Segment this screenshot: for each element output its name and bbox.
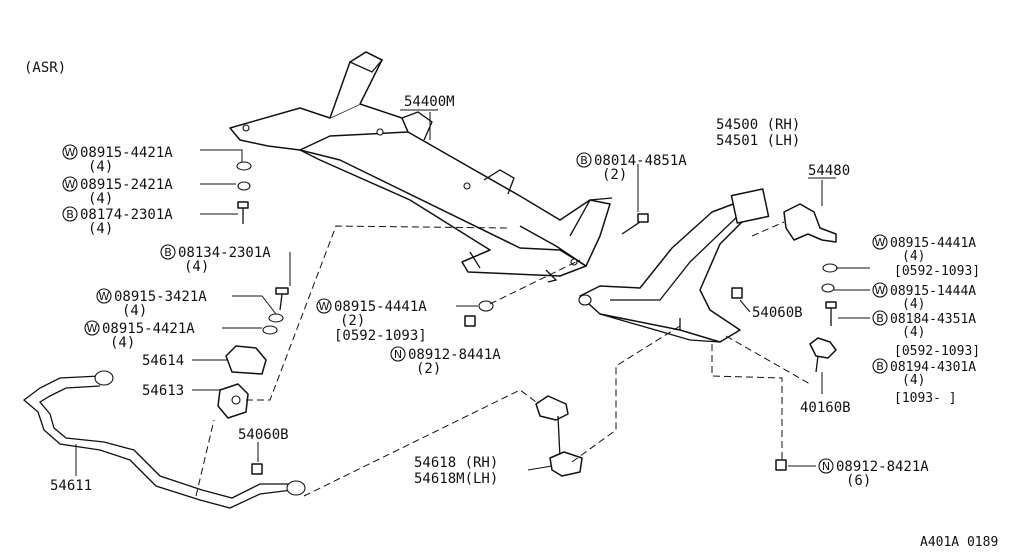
callout-n2: N 08912-8421A (6) (818, 458, 929, 489)
label-54060b-right: 54060B (752, 305, 803, 321)
quantity: (2) (416, 361, 441, 377)
washer-symbol: W (65, 178, 76, 191)
callout-b4: B 08184-4351A (4) [0592-1093] (872, 310, 980, 359)
callout-w3: W 08915-3421A (4) (96, 288, 207, 319)
part-number: 08184-4351A (890, 312, 976, 327)
callout-w4: W 08915-4421A (4) (84, 320, 195, 351)
variant-label: (ASR) (24, 60, 66, 76)
bracket-54480 (783, 177, 837, 243)
quantity: (4) (902, 325, 925, 340)
quantity: (4) (88, 221, 113, 237)
drawing-code: A401A 0189 (920, 535, 998, 550)
bolt-symbol: B (580, 154, 588, 167)
callout-w5: W 08915-4441A (2) [0592-1093] (316, 298, 427, 344)
lower-arm-54500 (578, 188, 770, 343)
bolt-symbol: B (876, 312, 884, 325)
part-number: 08174-2301A (80, 207, 173, 223)
label-54614: 54614 (142, 353, 184, 369)
part-number: 08915-4421A (102, 321, 195, 337)
part-number: 08915-2421A (80, 177, 173, 193)
label-54500-rh: 54500 (RH) (716, 117, 800, 133)
callout-b3: B 08014-4851A (2) (576, 152, 687, 183)
quantity: (4) (902, 249, 925, 264)
washer-symbol: W (65, 146, 76, 159)
quantity: (4) (88, 191, 113, 207)
washer-symbol: W (875, 236, 886, 249)
date-range: [0592-1093] (894, 264, 980, 279)
bushing-54613 (217, 383, 249, 419)
date-range: [0592-1093] (894, 344, 980, 359)
part-number: 08915-4441A (334, 299, 427, 315)
part-number: 08912-8421A (836, 459, 929, 475)
crossmember-54400m (229, 51, 613, 283)
label-54613: 54613 (142, 383, 184, 399)
callout-w1: W 08915-4421A (4) (62, 144, 173, 175)
callout-b5: B 08194-4301A (4) [1093- ] (872, 358, 976, 406)
part-number: 08014-4851A (594, 153, 687, 169)
label-54501-lh: 54501 (LH) (716, 133, 800, 149)
callout-b2: B 08134-2301A (4) (160, 244, 271, 275)
part-number: 08912-8441A (408, 347, 501, 363)
callout-w6: W 08915-4441A (4) [0592-1093] (872, 234, 980, 279)
callout-w7: W 08915-1444A (4) (872, 282, 976, 312)
part-number: 08194-4301A (890, 360, 976, 375)
quantity: (4) (88, 159, 113, 175)
label-54618-rh: 54618 (RH) (414, 455, 498, 471)
callout-n1: N 08912-8441A (2) (390, 346, 501, 377)
part-number: 08915-3421A (114, 289, 207, 305)
quantity: (4) (902, 297, 925, 312)
stabilizer-bar-54611 (22, 370, 306, 509)
part-number: 08134-2301A (178, 245, 271, 261)
washer-symbol: W (319, 300, 330, 313)
clamp-54614 (225, 345, 267, 375)
callout-w2: W 08915-2421A (4) (62, 176, 173, 207)
quantity: (6) (846, 473, 871, 489)
ball-joint-40160b (809, 337, 837, 373)
label-crossmember: 54400M (404, 94, 455, 110)
labels: (ASR) 54400M W 08915-4421A (4) W 08915-2… (24, 60, 998, 550)
washer-symbol: W (875, 284, 886, 297)
nut-symbol: N (822, 460, 830, 473)
bolt-symbol: B (66, 208, 74, 221)
washer-symbol: W (87, 322, 98, 335)
part-number: 08915-1444A (890, 284, 976, 299)
callout-b1: B 08174-2301A (4) (62, 206, 173, 237)
part-number: 08915-4441A (890, 236, 976, 251)
stabilizer-link-54618 (535, 395, 583, 477)
label-54611: 54611 (50, 478, 92, 494)
date-range: [1093- ] (894, 391, 957, 406)
quantity: (2) (602, 167, 627, 183)
quantity: (4) (110, 335, 135, 351)
bolt-symbol: B (164, 246, 172, 259)
quantity: (4) (122, 303, 147, 319)
label-40160b: 40160B (800, 400, 851, 416)
nut-symbol: N (394, 348, 402, 361)
leader-lines (75, 149, 870, 476)
label-54618m-lh: 54618M(LH) (414, 471, 498, 487)
quantity: (2) (340, 313, 365, 329)
bolt-symbol: B (876, 360, 884, 373)
date-range: [0592-1093] (334, 328, 427, 344)
quantity: (4) (902, 373, 925, 388)
hardware (236, 161, 838, 475)
quantity: (4) (184, 259, 209, 275)
label-54060b-left: 54060B (238, 427, 289, 443)
part-number: 08915-4421A (80, 145, 173, 161)
washer-symbol: W (99, 290, 110, 303)
label-54480: 54480 (808, 163, 850, 179)
assembly-dashed-lines (195, 221, 811, 497)
